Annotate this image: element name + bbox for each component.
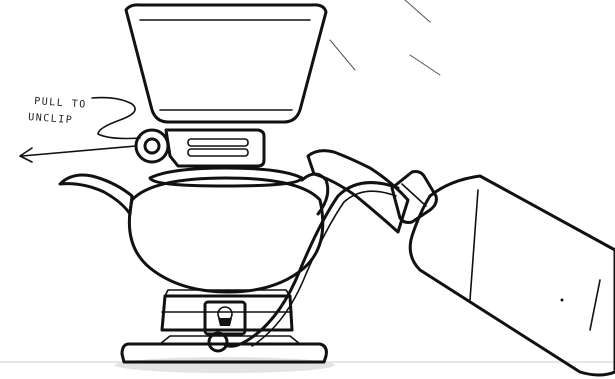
- annotation-line-2: UNCLIP: [28, 112, 74, 126]
- kettle-spout: [60, 175, 132, 214]
- filter-funnel: [126, 5, 326, 122]
- annotation-squiggle: [92, 98, 140, 139]
- annotation-note: PULL TO UNCLIP: [28, 96, 87, 126]
- red-clip: [136, 130, 264, 166]
- water-bottle: [410, 176, 615, 375]
- pull-arrow-icon: [20, 146, 136, 162]
- ground-shadow: [115, 357, 335, 373]
- background-sketch-strokes: [330, 0, 440, 75]
- annotation-line-1: PULL TO: [34, 96, 87, 111]
- kettle-body: [129, 168, 322, 292]
